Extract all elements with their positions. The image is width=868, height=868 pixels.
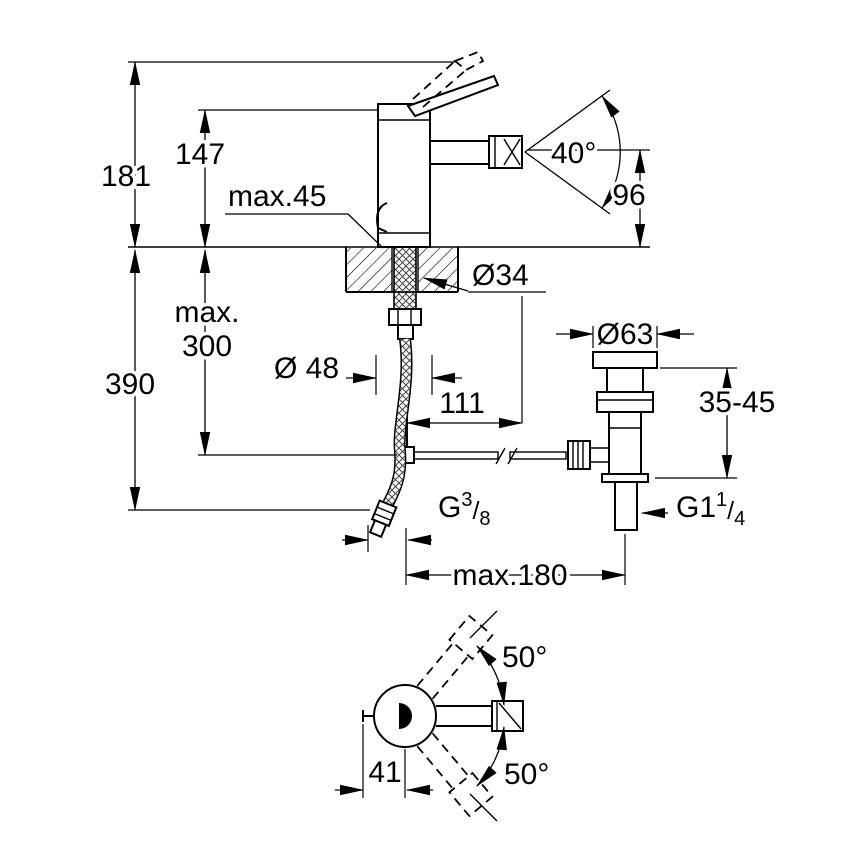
waste-bottom-flange [601, 473, 649, 483]
dim-text-dia34: Ø34 [472, 259, 529, 292]
faucet-body [377, 103, 431, 248]
swivel-down-bottom [416, 745, 454, 790]
popup-pull-knob [376, 202, 388, 233]
waste-knob [567, 440, 591, 470]
dim-text-max45: max.45 [228, 180, 326, 213]
aerator-cross-2 [503, 138, 521, 166]
hose-nut-line-1 [376, 506, 394, 515]
lever-raised-edge-2 [422, 69, 467, 108]
waste-collar [596, 391, 654, 413]
dim-text-g114: G11/4 [676, 489, 745, 530]
hose-braid [383, 338, 412, 507]
lever-raised-tip [453, 50, 485, 72]
rod-break-1 [495, 447, 506, 465]
waste-neck [606, 367, 644, 393]
angle40-arc [601, 95, 621, 209]
angle50-arc-top [476, 645, 507, 706]
swivel-up-bottom [431, 655, 470, 700]
waste-body [608, 411, 642, 475]
deck-hatch-left [346, 248, 392, 292]
shank-end [397, 324, 414, 340]
dim-text-3545: 35-45 [699, 386, 776, 419]
threaded-shank [393, 246, 417, 310]
swivel-up-top [416, 642, 454, 687]
hose-end-connector [368, 499, 398, 539]
dim-text-dia63: Ø63 [597, 318, 654, 351]
aerator-plan-cross [498, 702, 522, 730]
dim-text-50deg-bottom: 50° [504, 758, 549, 791]
angle50-leader-top [469, 610, 498, 639]
dim-text-390: 390 [105, 368, 155, 401]
faucet-side-view [128, 50, 650, 539]
dim-text-max300-1: max. [174, 296, 239, 329]
dim-text-g38: G3/8 [438, 489, 491, 530]
hose-tip [368, 518, 388, 539]
angle40-ray-upper [524, 89, 611, 153]
faucet-top-view: 50° 50° 41 [335, 610, 553, 822]
dim-text-max180: max.180 [452, 559, 567, 592]
angle50-arc-bottom [476, 726, 507, 787]
horizontal-rod-right [509, 451, 567, 460]
dim-text-147: 147 [175, 138, 225, 171]
dim-text-181: 181 [101, 160, 151, 193]
popup-waste-assembly [567, 351, 658, 531]
lever-raised-edge-1 [412, 60, 456, 100]
rod-break-2 [507, 447, 518, 465]
dia34-leader [423, 277, 469, 292]
waste-tailpiece [614, 481, 638, 531]
dim-text-40deg: 40° [551, 137, 596, 170]
angle40-ray-lower [524, 151, 611, 215]
lever-handle [406, 74, 500, 118]
dim-text-max300-2: 300 [182, 330, 232, 363]
side-view-dimensions: 181 147 max.45 40° 96 Ø34 max. 300 390 Ø… [97, 61, 779, 596]
dim-text-111: 111 [439, 387, 485, 420]
dim-text-50deg-top: 50° [502, 641, 547, 674]
horizontal-rod-left [413, 451, 499, 460]
angle50-leader-bottom [469, 793, 498, 822]
dim-text-dia48: Ø 48 [274, 352, 339, 385]
waste-flange [592, 351, 658, 369]
hose-nut-line-2 [374, 512, 392, 522]
dim-text-96: 96 [612, 179, 645, 212]
swivel-down-top [431, 732, 470, 777]
lever-section [399, 703, 412, 729]
deck-hatch-right [418, 248, 458, 292]
mounting-nut [388, 308, 422, 326]
dim-text-41: 41 [368, 756, 401, 789]
max45-leader [347, 213, 384, 249]
